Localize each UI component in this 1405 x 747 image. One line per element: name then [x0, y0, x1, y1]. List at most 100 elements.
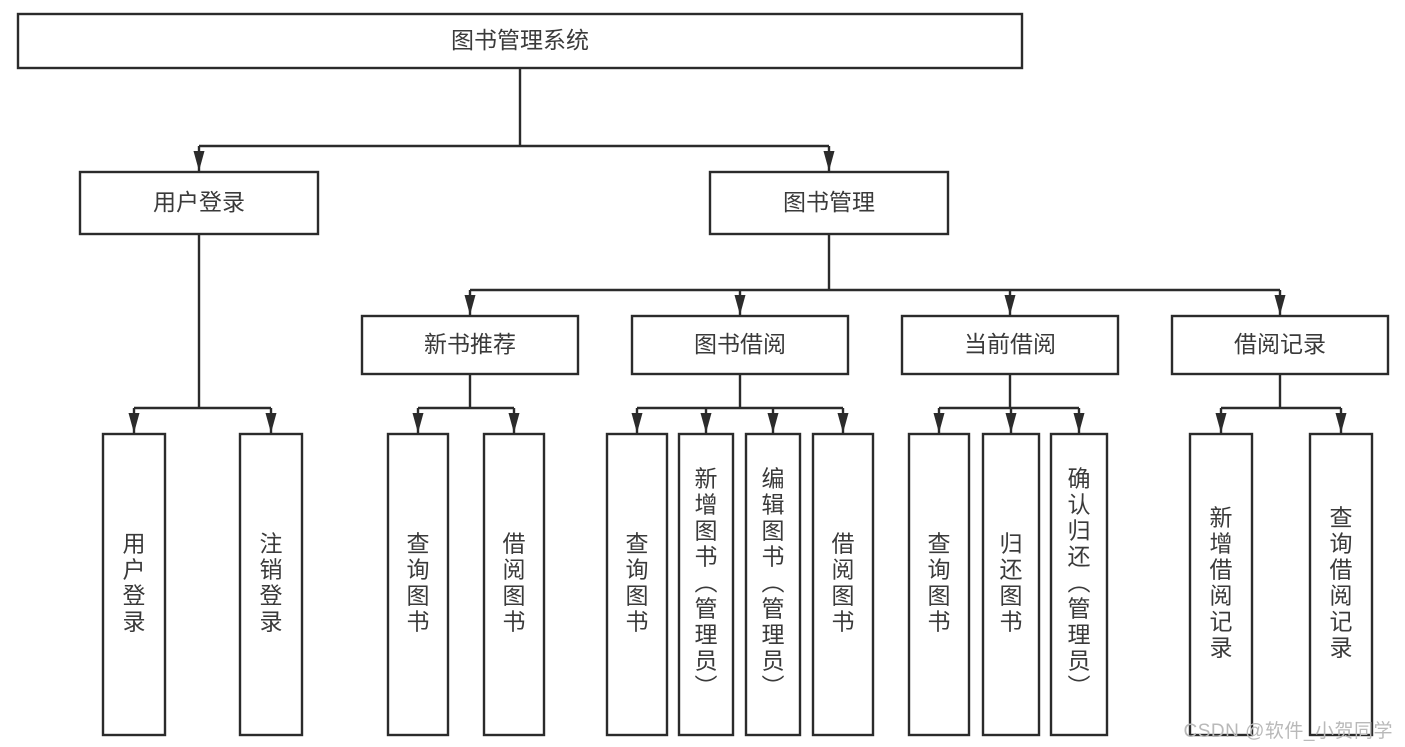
node-label-leaf-add-book-char-5: 管 [695, 596, 718, 622]
node-box-leaf-user-login [101, 432, 167, 737]
node-label-leaf-query-book-borrow-char-0: 查 [626, 531, 649, 557]
node-label-leaf-logout-char-0: 注 [260, 531, 283, 557]
node-root[interactable]: 图书管理系统 [16, 12, 1024, 70]
node-label-leaf-user-login-char-3: 录 [123, 609, 146, 635]
node-label-book-borrow: 图书借阅 [694, 331, 786, 357]
node-label-leaf-query-record-char-2: 借 [1330, 557, 1353, 583]
connector-group-borrow-record [1215, 374, 1347, 433]
connector-group-user-login [128, 234, 277, 433]
node-borrow-record[interactable]: 借阅记录 [1170, 314, 1390, 376]
node-leaf-user-login[interactable]: 用户登录 [101, 432, 167, 737]
node-label-leaf-confirm-return-char-2: 归 [1068, 518, 1091, 544]
node-label-leaf-logout-char-2: 登 [260, 583, 283, 609]
node-box-leaf-edit-book [744, 432, 802, 737]
node-label-leaf-edit-book-char-4: ︵ [762, 570, 785, 596]
arrow-head [700, 413, 712, 433]
node-book-borrow[interactable]: 图书借阅 [630, 314, 850, 376]
arrow-head [1005, 413, 1017, 433]
node-label-leaf-edit-book-char-3: 书 [762, 544, 785, 570]
node-box-leaf-query-book-rec [386, 432, 450, 737]
node-label-leaf-add-book-char-0: 新 [695, 466, 718, 492]
arrow-head [265, 413, 277, 433]
node-label-leaf-user-login-char-2: 登 [123, 583, 146, 609]
arrow-head [734, 295, 746, 315]
node-current-borrow[interactable]: 当前借阅 [900, 314, 1120, 376]
node-label-leaf-query-book-borrow-char-3: 书 [626, 609, 649, 635]
node-label-leaf-query-book-cur-char-1: 询 [928, 557, 951, 583]
node-label-leaf-query-book-rec-char-2: 图 [407, 583, 430, 609]
node-label-leaf-borrow-book-char-3: 书 [832, 609, 855, 635]
node-label-leaf-query-record-char-4: 记 [1330, 609, 1353, 635]
node-label-leaf-user-login-char-0: 用 [123, 531, 146, 557]
node-box-leaf-logout [238, 432, 304, 737]
connector-group-book-manage [464, 234, 1286, 315]
node-label-leaf-edit-book-char-7: 员 [762, 648, 785, 674]
node-book-manage[interactable]: 图书管理 [708, 170, 950, 236]
node-box-book-borrow [630, 314, 850, 376]
node-label-leaf-edit-book-char-0: 编 [762, 466, 785, 492]
arrow-head [1215, 413, 1227, 433]
node-label-leaf-add-record-char-4: 记 [1210, 609, 1233, 635]
arrow-head [933, 413, 945, 433]
node-box-leaf-return-book [981, 432, 1041, 737]
node-label-borrow-record: 借阅记录 [1234, 331, 1326, 357]
node-label-leaf-confirm-return-char-1: 认 [1068, 492, 1091, 518]
arrow-head [823, 151, 835, 171]
node-label-leaf-add-book-char-7: 员 [695, 648, 718, 674]
connector-group-root [193, 68, 835, 171]
arrow-head [1004, 295, 1016, 315]
node-label-leaf-add-book-char-2: 图 [695, 518, 718, 544]
arrow-head [631, 413, 643, 433]
node-label-leaf-query-book-cur-char-0: 查 [928, 531, 951, 557]
node-label-leaf-return-book-char-3: 书 [1000, 609, 1023, 635]
node-label-book-manage: 图书管理 [783, 189, 875, 215]
node-label-leaf-borrow-book-char-1: 阅 [832, 557, 855, 583]
node-label-leaf-borrow-book-rec-char-3: 书 [503, 609, 526, 635]
node-label-leaf-edit-book-char-6: 理 [762, 622, 785, 648]
node-label-leaf-confirm-return-char-5: 管 [1068, 596, 1091, 622]
node-label-leaf-borrow-book-char-0: 借 [832, 531, 855, 557]
node-label-leaf-confirm-return-char-0: 确 [1068, 466, 1091, 492]
arrow-head [508, 413, 520, 433]
node-user-login[interactable]: 用户登录 [78, 170, 320, 236]
node-label-leaf-edit-book-char-8: ︶ [762, 674, 785, 700]
node-box-leaf-confirm-return [1049, 432, 1109, 737]
connectors-layer [128, 68, 1347, 433]
node-label-leaf-add-book-char-4: ︵ [695, 570, 718, 596]
node-label-leaf-return-book-char-1: 还 [1000, 557, 1023, 583]
nodes-layer: 图书管理系统用户登录图书管理新书推荐图书借阅当前借阅借阅记录用户登录注销登录查询… [16, 12, 1390, 737]
node-label-leaf-edit-book-char-2: 图 [762, 518, 785, 544]
node-label-new-book-rec: 新书推荐 [424, 331, 516, 357]
connector-group-current-borrow [933, 374, 1085, 433]
arrow-head [1274, 295, 1286, 315]
node-label-leaf-borrow-book-rec-char-0: 借 [503, 531, 526, 557]
node-label-user-login: 用户登录 [153, 189, 245, 215]
node-label-leaf-borrow-book-char-2: 图 [832, 583, 855, 609]
node-label-leaf-user-login-char-1: 户 [123, 557, 146, 583]
node-box-user-login [78, 170, 320, 236]
node-label-leaf-query-book-borrow-char-2: 图 [626, 583, 649, 609]
node-box-root [16, 12, 1024, 70]
arrow-head [767, 413, 779, 433]
arrow-head [464, 295, 476, 315]
arrow-head [193, 151, 205, 171]
node-box-leaf-query-record [1308, 432, 1374, 737]
node-box-book-manage [708, 170, 950, 236]
connector-group-new-book-rec [412, 374, 520, 433]
node-label-leaf-confirm-return-char-6: 理 [1068, 622, 1091, 648]
node-label-leaf-return-book-char-2: 图 [1000, 583, 1023, 609]
node-new-book-rec[interactable]: 新书推荐 [360, 314, 580, 376]
